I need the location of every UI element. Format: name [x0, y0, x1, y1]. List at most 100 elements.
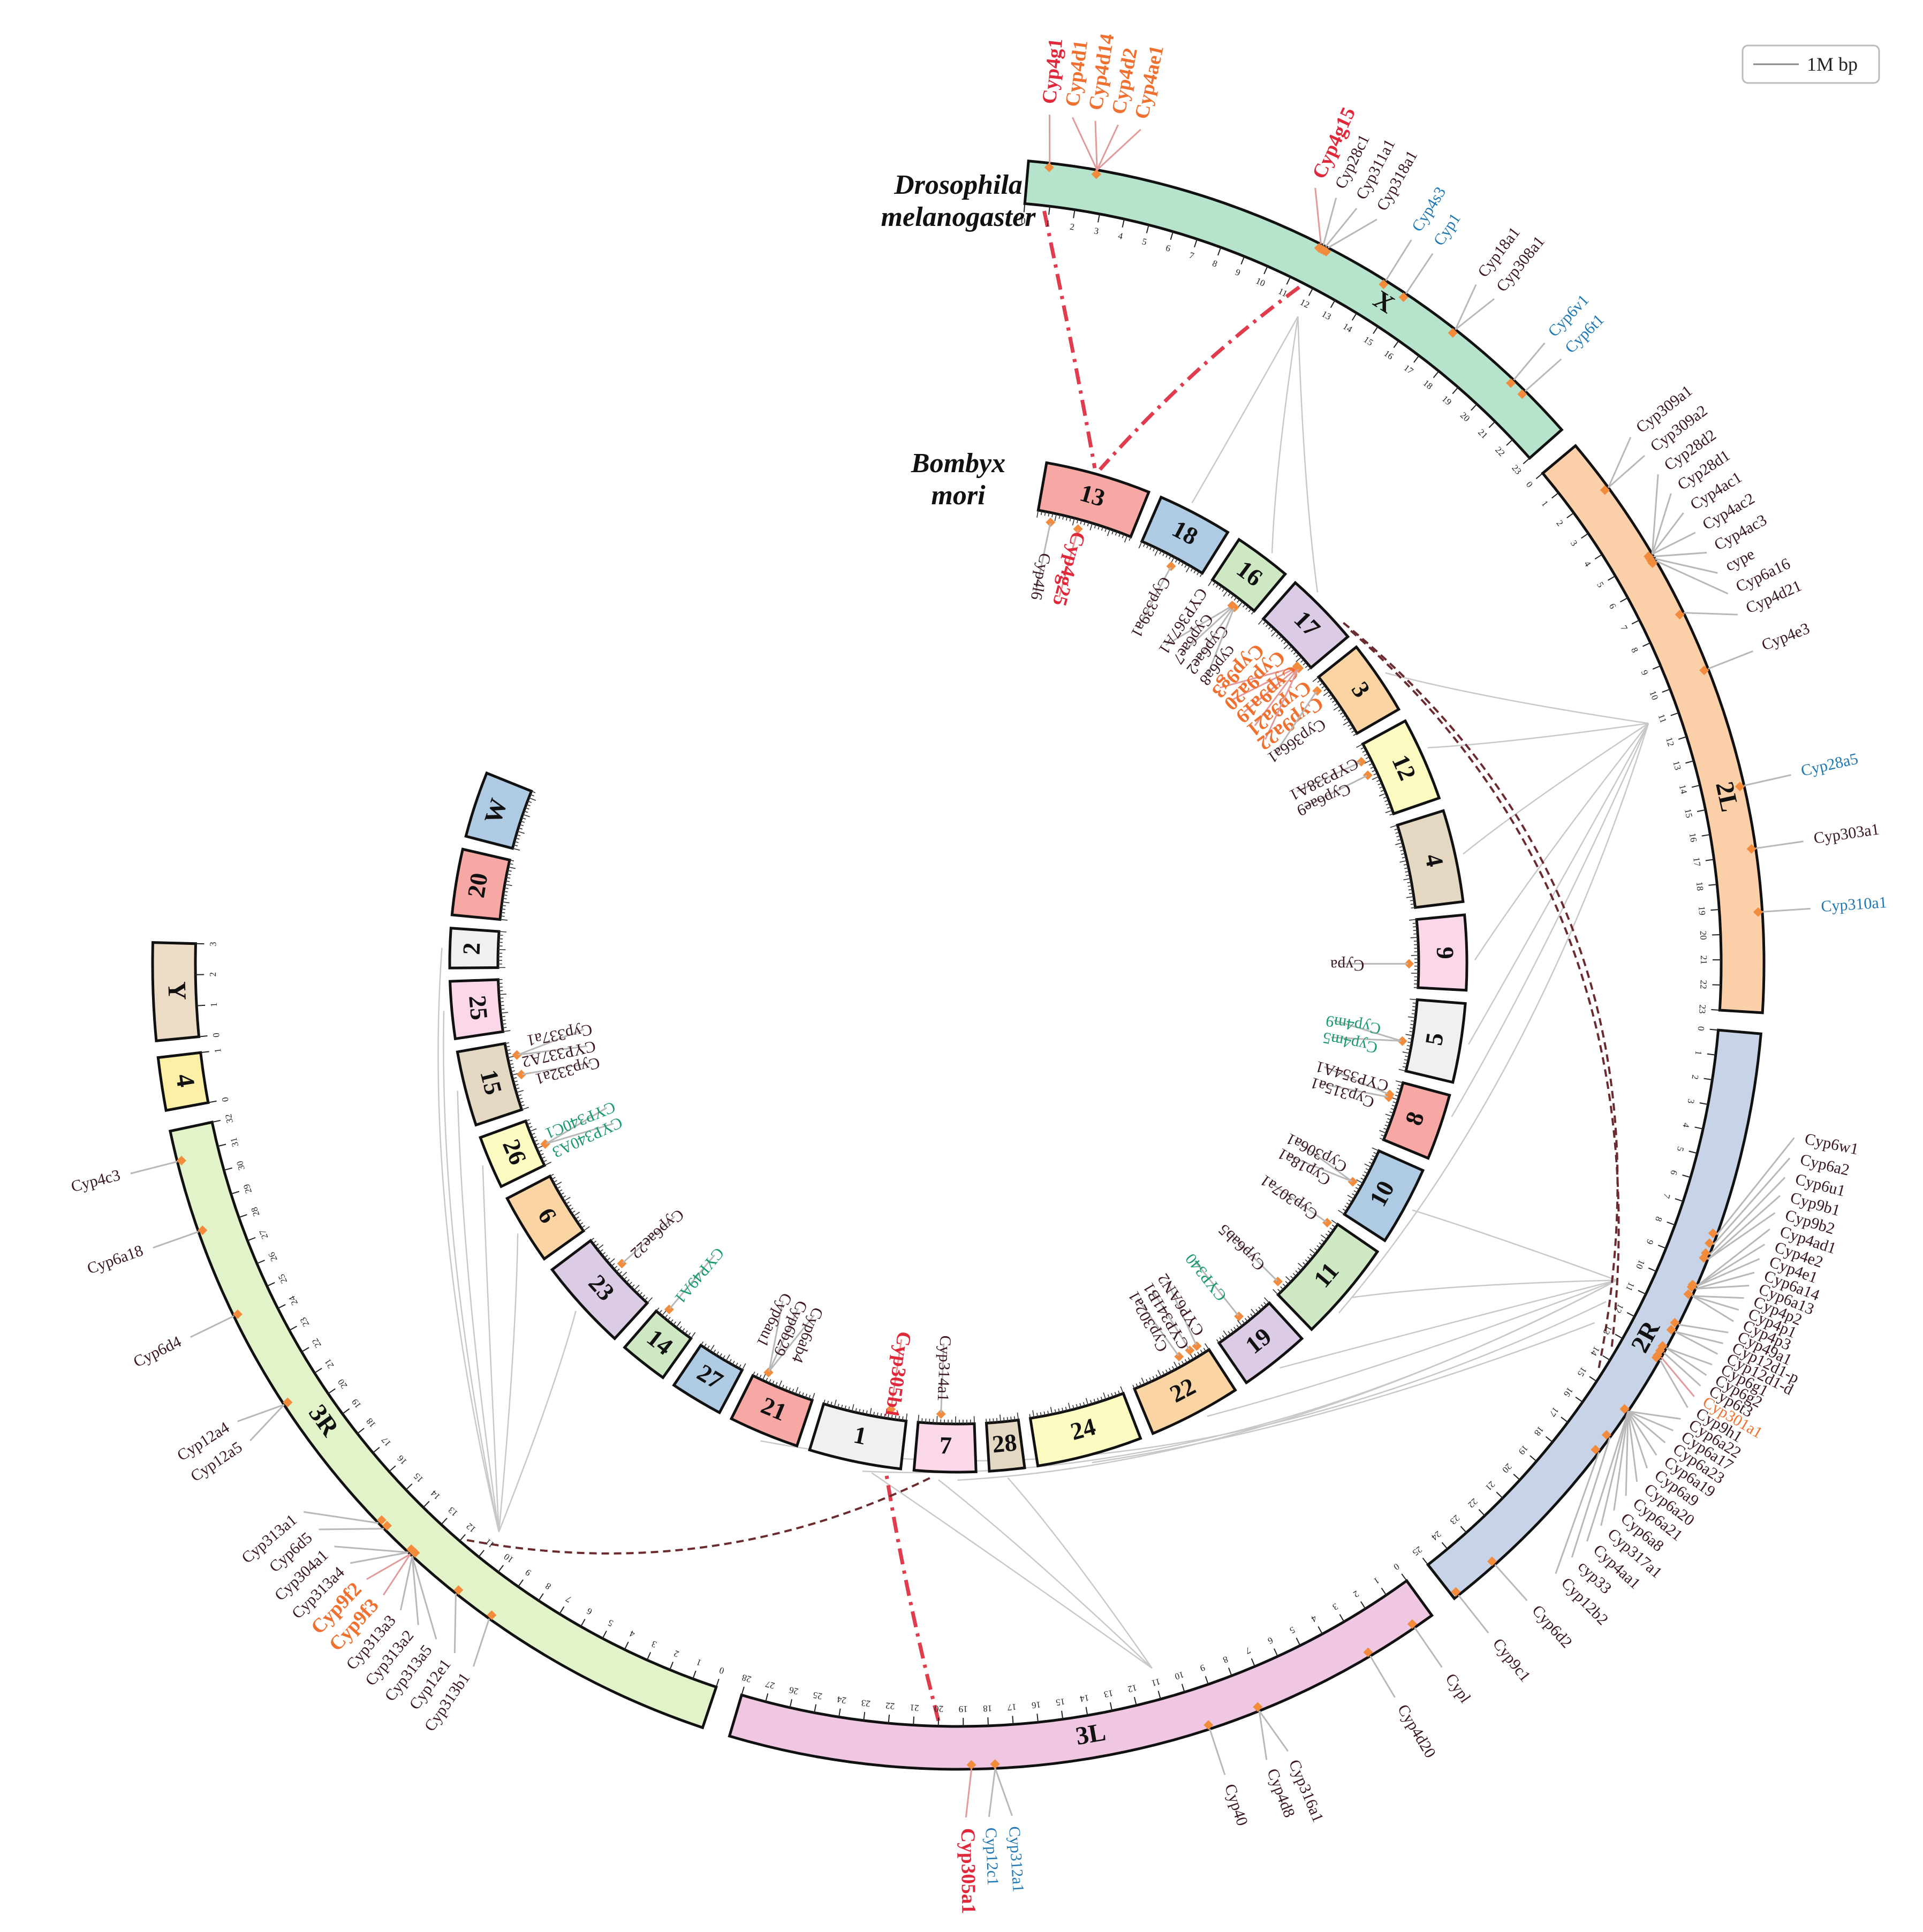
synteny-link — [1191, 316, 1299, 504]
gene-marker — [1675, 610, 1685, 620]
inner-tick — [553, 1180, 557, 1183]
gene-leader-line — [399, 1556, 413, 1611]
gene-marker — [1647, 558, 1657, 569]
inner-tick — [501, 905, 506, 907]
inner-tick — [595, 1243, 599, 1247]
species-name-inner-line1: Bombyx — [911, 448, 1005, 479]
gene-label: Cyp40 — [1221, 1782, 1251, 1828]
inner-tick — [1356, 1179, 1364, 1184]
inner-tick — [1132, 1384, 1135, 1389]
outer-tick-label: 10 — [1174, 1669, 1185, 1681]
outer-tick-label: 27 — [764, 1679, 776, 1691]
inner-tick — [1406, 1045, 1412, 1047]
inner-tick — [498, 994, 506, 995]
outer-tick — [1678, 736, 1687, 740]
inner-chromosome-8: 8 — [1379, 1080, 1451, 1160]
inner-tick — [844, 1405, 846, 1410]
inner-tick — [1396, 835, 1401, 838]
inner-tick — [1036, 1413, 1038, 1418]
outer-tick-label: 23 — [1697, 1004, 1708, 1014]
synteny-link — [1385, 672, 1649, 724]
gene-leader-line — [1651, 493, 1672, 555]
inner-tick — [1401, 853, 1406, 855]
outer-tick-label: 9 — [1234, 267, 1242, 278]
inner-tick — [1395, 1094, 1399, 1097]
inner-tick — [512, 1077, 517, 1079]
inner-chromosome-band — [1036, 461, 1151, 539]
gene-leader-line — [1675, 1331, 1718, 1355]
inner-tick — [1184, 1359, 1188, 1363]
inner-tick — [1305, 1259, 1309, 1263]
outer-tick-label: 29 — [241, 1183, 254, 1195]
outer-tick — [1308, 287, 1314, 296]
gene-leader-line — [1651, 512, 1684, 555]
inner-tick — [501, 912, 505, 914]
inner-tick — [1276, 633, 1280, 637]
outer-tick-label: 21 — [1699, 956, 1709, 965]
outer-tick — [1061, 1710, 1064, 1719]
gene-label: Cyp6ab5 — [1215, 1221, 1268, 1274]
inner-tick — [1399, 860, 1407, 863]
inner-tick — [1058, 514, 1061, 519]
outer-gene: Cyp40 — [1203, 1720, 1251, 1828]
synteny-link — [1007, 1477, 1153, 1669]
inner-tick — [1114, 1391, 1117, 1397]
inner-tick — [1223, 1330, 1229, 1337]
gene-marker — [1166, 561, 1176, 571]
outer-tick — [1638, 1290, 1646, 1295]
outer-tick-label: 10 — [1254, 276, 1267, 289]
outer-tick-label: 12 — [1127, 1683, 1138, 1694]
inner-tick — [1379, 786, 1384, 789]
outer-tick-label: 15 — [1576, 1365, 1589, 1378]
gene-leader-line — [1094, 120, 1098, 170]
inner-tick — [1379, 1130, 1387, 1134]
gene-leader-line — [1607, 437, 1632, 488]
outer-tick — [1381, 1587, 1387, 1596]
gene-leader-line — [472, 1618, 490, 1667]
outer-tick — [1642, 642, 1651, 647]
outer-tick — [1240, 256, 1245, 265]
gene-leader-line — [1696, 1258, 1760, 1287]
synteny-link — [437, 948, 500, 1532]
outer-tick — [624, 1641, 629, 1650]
inner-tick — [501, 908, 506, 910]
outer-tick-label: 32 — [223, 1113, 235, 1124]
outer-tick-label: 7 — [1618, 624, 1630, 633]
inner-tick — [827, 1400, 829, 1405]
inner-tick — [1381, 1134, 1386, 1137]
inner-tick — [1309, 1254, 1314, 1257]
outer-tick-label: 6 — [1164, 243, 1172, 254]
inner-tick — [667, 1317, 671, 1321]
inner-chromosome-16: 16 — [1208, 537, 1288, 615]
outer-tick — [1401, 1573, 1407, 1581]
inner-tick — [509, 1063, 513, 1065]
inner-tick — [1247, 1315, 1251, 1320]
inner-tick — [1157, 1370, 1162, 1377]
outer-chromosome-band — [1023, 160, 1564, 460]
inner-tick — [535, 1143, 540, 1146]
outer-tick — [1619, 597, 1628, 603]
gene-marker — [1686, 1282, 1697, 1292]
outer-tick — [1615, 1334, 1623, 1339]
gene-leader-line — [1695, 1284, 1750, 1290]
inner-tick — [719, 1353, 722, 1358]
inner-tick — [515, 1087, 520, 1090]
gene-leader-line — [518, 1045, 588, 1056]
gene-label: Cyp6d4 — [131, 1332, 184, 1370]
inner-tick — [775, 1382, 778, 1387]
inner-chromosome-15: 15 — [456, 1042, 529, 1127]
inner-tick — [1263, 1302, 1267, 1306]
gene-marker — [1321, 246, 1331, 256]
inner-tick — [848, 1406, 850, 1411]
gene-leader-line — [890, 1339, 903, 1408]
inner-tick — [1362, 749, 1367, 753]
inner-tick — [597, 1244, 604, 1250]
inner-tick — [544, 1162, 551, 1166]
outer-tick-label: 3 — [650, 1639, 658, 1650]
inner-tick — [1412, 1006, 1417, 1007]
outer-tick-label: 5 — [1288, 1625, 1297, 1636]
outer-tick — [1705, 859, 1714, 861]
inner-tick — [1261, 1304, 1265, 1308]
inner-tick — [1111, 530, 1114, 535]
inner-tick — [1149, 1377, 1152, 1382]
